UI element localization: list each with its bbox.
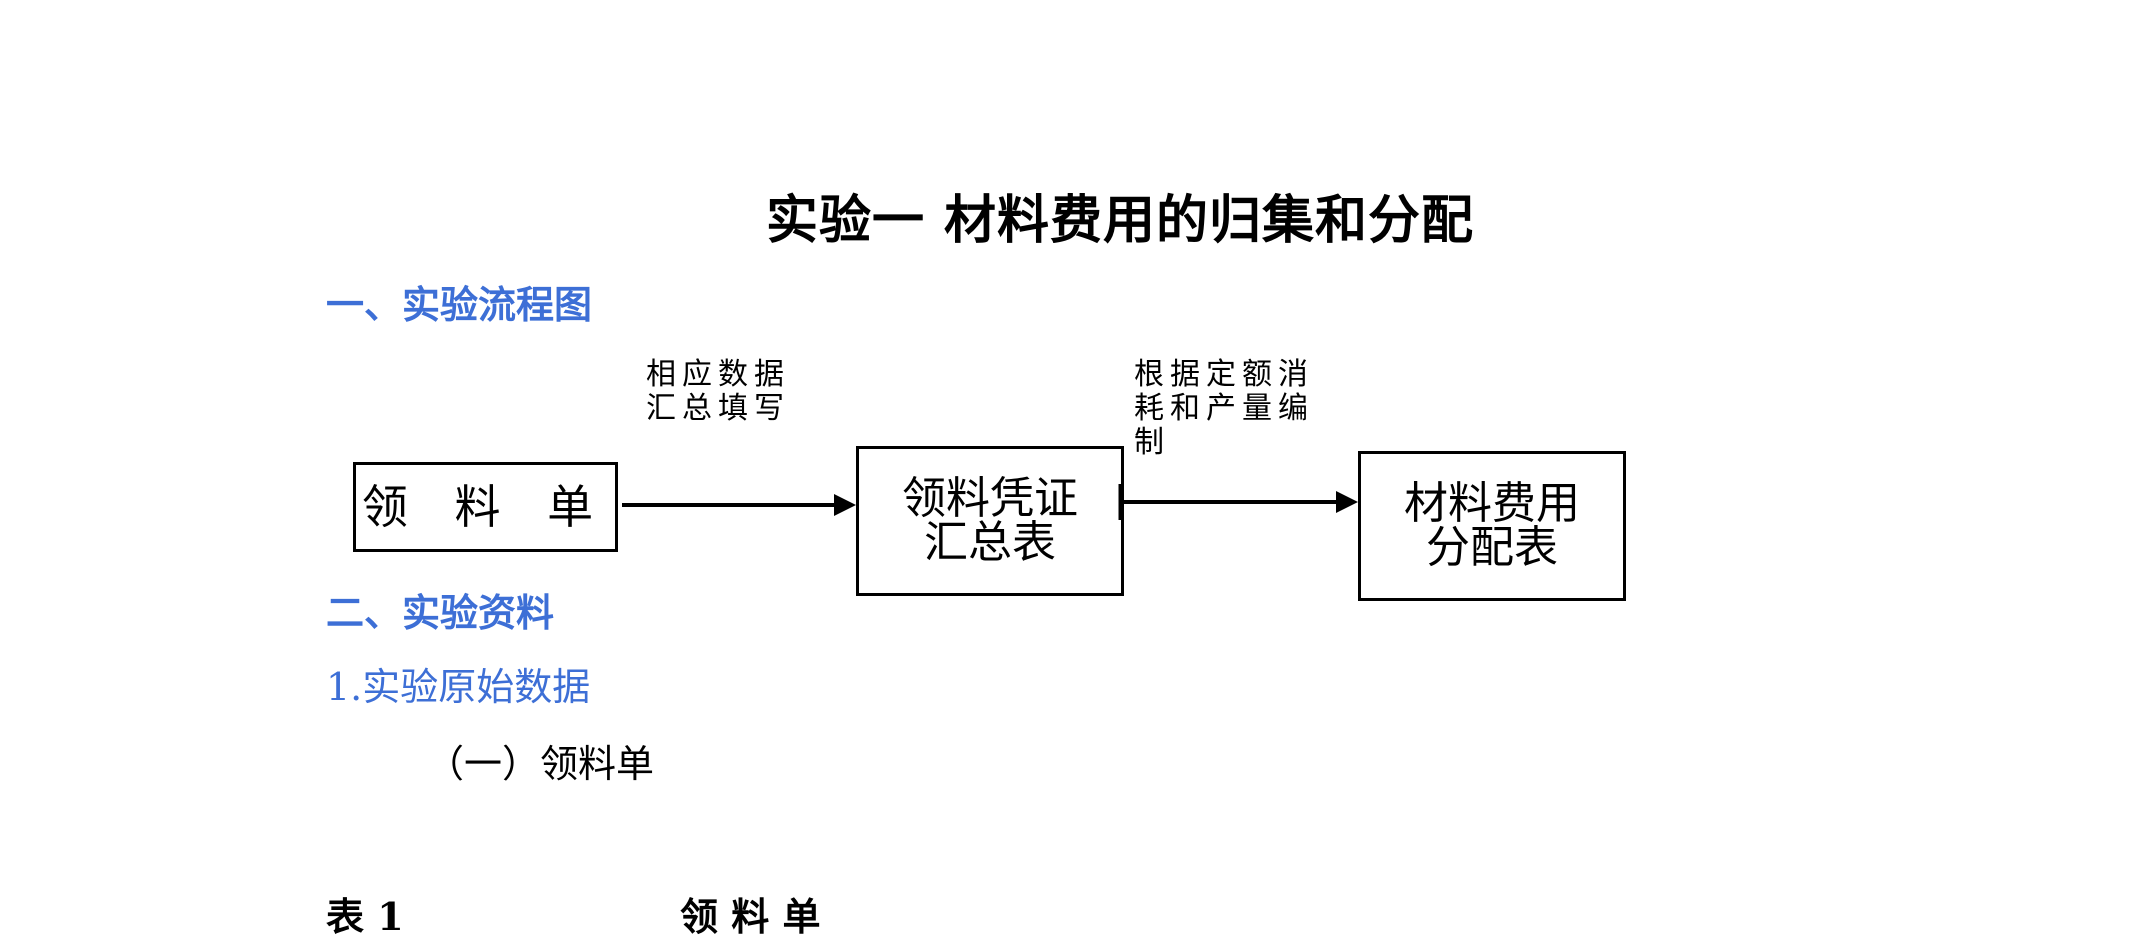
flow-note-allocate: 根据定额消耗和产量编制 [1134,357,1314,460]
flow-box-allocation-label-line1: 材料费用 [1404,478,1580,529]
flow-box-voucher-summary: 领料凭证 汇总表 [856,446,1124,596]
flow-note-summarize: 相应数据汇总填写 [646,357,790,426]
flow-box-requisition-label: 领 料 单 [361,480,610,534]
flow-box-voucher-label-line1: 领料凭证 [902,473,1078,524]
table-caption-title: 领 料 单 [680,894,821,939]
flow-box-requisition: 领 料 单 [353,462,618,552]
flow-box-voucher-label-line2: 汇总表 [924,517,1056,568]
section-heading-flowchart: 一、实验流程图 [326,283,593,327]
table-caption-number: 表 1 [326,894,404,939]
section-heading-materials: 二、实验资料 [326,591,555,635]
flowchart-arrows [622,484,1358,520]
arrowhead-1 [834,494,856,516]
subsection-heading-raw-data: 1.实验原始数据 [326,665,591,709]
page-title: 实验一 材料费用的归集和分配 [765,191,1475,251]
arrowhead-2 [1336,491,1358,513]
item-heading-requisition: （一）领料单 [426,742,655,786]
flow-box-allocation-table: 材料费用 分配表 [1358,451,1626,601]
flow-box-allocation-label-line2: 分配表 [1426,522,1558,573]
